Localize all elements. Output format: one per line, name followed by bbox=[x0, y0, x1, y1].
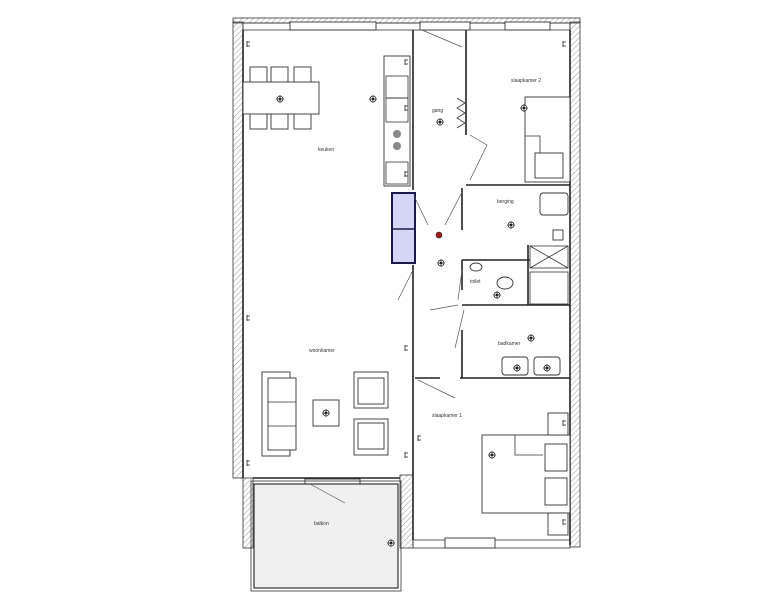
socket-icon bbox=[562, 40, 567, 48]
bed-slaapkamer-2 bbox=[524, 96, 571, 183]
sofa bbox=[261, 371, 297, 457]
bed-slaapkamer-1 bbox=[481, 412, 571, 536]
ceiling-light-icon bbox=[435, 117, 445, 127]
socket-icon bbox=[246, 314, 251, 322]
ceiling-light-icon bbox=[368, 94, 378, 104]
dining-table bbox=[242, 66, 320, 130]
doors bbox=[309, 29, 488, 504]
ceiling-light-icon bbox=[436, 258, 446, 268]
socket-icon bbox=[404, 451, 409, 459]
coat-rack bbox=[456, 97, 466, 129]
kitchen-counter bbox=[383, 55, 411, 187]
socket-icon bbox=[246, 459, 251, 467]
armchairs bbox=[353, 371, 389, 456]
room-label-woonkamer: woonkamer bbox=[309, 348, 335, 354]
socket-icon bbox=[246, 40, 251, 48]
room-label-slaapkamer-1: slaapkamer 1 bbox=[432, 413, 462, 419]
room-label-gang: gang bbox=[432, 108, 443, 114]
room-label-slaapkamer-2: slaapkamer 2 bbox=[511, 78, 541, 84]
socket-icon bbox=[417, 434, 422, 442]
bathroom-fixtures bbox=[469, 192, 569, 376]
interior-walls bbox=[253, 30, 570, 540]
room-label-balkon: balkon bbox=[314, 521, 329, 527]
room-label-toilet: toilet bbox=[470, 279, 481, 285]
ceiling-light-icon bbox=[506, 220, 516, 230]
windows bbox=[289, 21, 551, 549]
room-label-keuken: keuken bbox=[318, 147, 334, 153]
smoke-detector-icon bbox=[435, 231, 443, 239]
ceiling-light-icon bbox=[526, 333, 536, 343]
socket-icon bbox=[404, 344, 409, 352]
room-label-berging: berging bbox=[497, 199, 514, 205]
storage-cupboard bbox=[391, 192, 416, 264]
shaft bbox=[529, 245, 569, 305]
room-label-badkamer: badkamer bbox=[498, 341, 521, 347]
balcony-floor bbox=[253, 483, 399, 589]
ceiling-light-icon bbox=[492, 290, 502, 300]
